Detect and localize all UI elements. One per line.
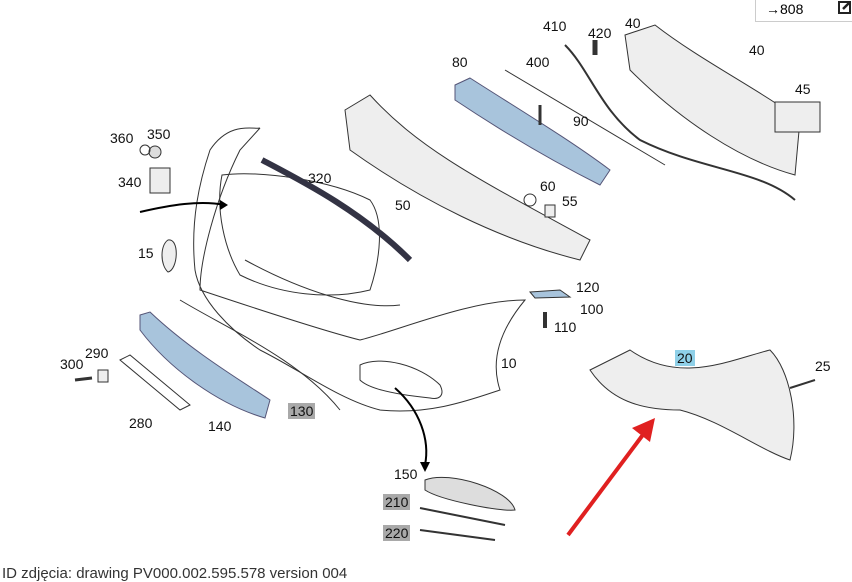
label-20[interactable]: 20 — [675, 350, 695, 366]
label-50[interactable]: 50 — [395, 197, 411, 213]
label-350[interactable]: 350 — [147, 126, 171, 142]
edit-icon[interactable] — [838, 0, 852, 14]
impact-absorber-50 — [344, 94, 591, 261]
sensor-350 — [148, 145, 162, 159]
seal-strip — [260, 157, 413, 263]
trim-220 — [419, 529, 496, 541]
image-id-caption: ID zdjęcia: drawing PV000.002.595.578 ve… — [2, 565, 348, 582]
part-40 — [624, 24, 801, 176]
arrow-black-2 — [394, 387, 428, 466]
trim-210 — [419, 507, 506, 526]
label-90[interactable]: 90 — [573, 113, 589, 129]
label-410[interactable]: 410 — [543, 18, 567, 34]
label-100[interactable]: 100 — [580, 301, 604, 317]
label-110[interactable]: 110 — [554, 319, 577, 335]
rail-400 — [504, 69, 666, 166]
bracket-290 — [97, 369, 109, 383]
grille-opening — [219, 173, 380, 296]
label-55[interactable]: 55 — [562, 193, 578, 209]
label-130[interactable]: 130 — [288, 403, 316, 419]
label-25[interactable]: 25 — [815, 358, 831, 374]
grille-150 — [424, 476, 516, 511]
red-arrow — [566, 426, 650, 537]
license-plate-280 — [119, 354, 191, 411]
sensor-340 — [149, 167, 171, 194]
label-80[interactable]: 80 — [452, 54, 468, 70]
cover-15 — [161, 239, 177, 273]
label-300[interactable]: 300 — [60, 356, 84, 372]
label-15[interactable]: 15 — [138, 245, 154, 261]
label-340[interactable]: 340 — [118, 174, 142, 190]
label-10[interactable]: 10 — [501, 355, 517, 371]
label-400[interactable]: 400 — [526, 54, 550, 70]
part-80 — [454, 77, 611, 186]
cable-410 — [564, 44, 796, 201]
label-220[interactable]: 220 — [383, 525, 411, 541]
arrow-black-1 — [139, 201, 226, 213]
fog-light-opening — [359, 360, 443, 399]
label-40[interactable]: 40 — [625, 15, 641, 31]
label-120[interactable]: 120 — [576, 279, 600, 295]
label-150[interactable]: 150 — [394, 466, 418, 482]
nut-60 — [523, 193, 537, 207]
clip-55 — [544, 204, 556, 218]
reference-box: →808 — [755, 0, 852, 22]
bracket-120 — [528, 289, 572, 299]
label-320[interactable]: 320 — [308, 170, 332, 186]
bracket-20 — [589, 349, 795, 461]
label-290[interactable]: 290 — [85, 345, 109, 361]
label-140[interactable]: 140 — [208, 418, 232, 434]
label-40[interactable]: 40 — [749, 42, 765, 58]
front-bumper-outline — [193, 127, 527, 412]
label-360[interactable]: 360 — [110, 130, 134, 146]
part-45 — [774, 101, 821, 133]
screw-25 — [789, 379, 816, 389]
label-280[interactable]: 280 — [129, 415, 153, 431]
label-45[interactable]: 45 — [795, 81, 811, 97]
label-420[interactable]: 420 — [588, 25, 612, 41]
label-210[interactable]: 210 — [383, 494, 411, 510]
screw-300 — [74, 376, 93, 382]
label-60[interactable]: 60 — [540, 178, 556, 194]
reference-link[interactable]: →808 — [766, 1, 804, 17]
lower-grille-140 — [139, 311, 271, 419]
ring-360 — [139, 144, 151, 156]
